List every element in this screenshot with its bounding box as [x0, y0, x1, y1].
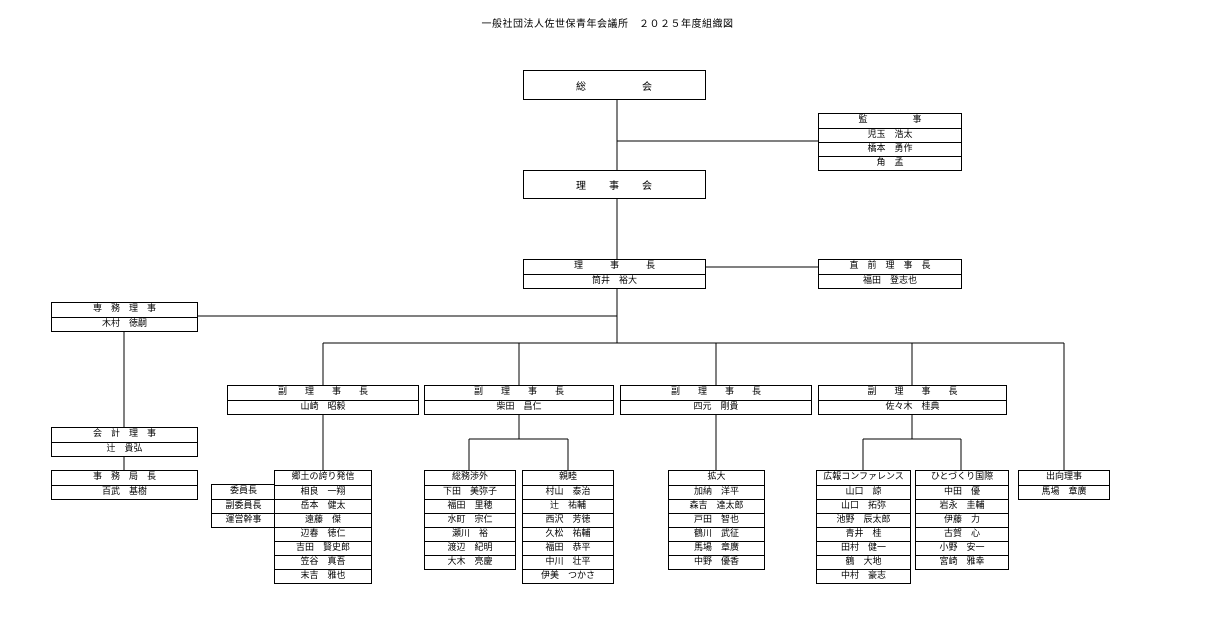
committee-box: ひとづくり国際 中田 優 岩永 圭輔 伊藤 力 古賀 心 小野 安一 宮崎 雅幸 — [915, 470, 1009, 570]
committee-member: 瀬川 裕 — [425, 527, 515, 541]
committee-name: 親睦 — [558, 472, 577, 482]
role-label-chair: 委員長 — [229, 486, 257, 496]
committee-member: 小野 安一 — [916, 541, 1008, 555]
committee-member: 中川 壮平 — [523, 555, 613, 569]
past-president-title: 直 前 理 事 長 — [849, 261, 931, 271]
board-box: 理 事 会 — [523, 170, 706, 199]
committee-member: 加納 洋平 — [669, 485, 764, 499]
committee-member: 福田 里穂 — [425, 499, 515, 513]
vice-president-title: 副 理 事 長 — [473, 387, 564, 397]
auditors-title: 監 事 — [858, 115, 922, 125]
committee-box: 拡大 加納 洋平 森吉 達太郎 戸田 智也 鶴川 武征 馬場 章廣 中野 優香 — [668, 470, 765, 570]
committee-member: 遠藤 傑 — [275, 513, 371, 527]
committee-box: 広報コンファレンス 山口 諒 山口 拓弥 池野 辰太郎 青井 桂 田村 健一 鶴… — [816, 470, 911, 584]
vice-president-name: 佐々木 桂典 — [819, 400, 1006, 414]
committee-member: 森吉 達太郎 — [669, 499, 764, 513]
vice-president-name: 柴田 昌仁 — [425, 400, 613, 414]
committee-member: 鶴 大地 — [817, 555, 910, 569]
committee-member: 渡辺 紀明 — [425, 541, 515, 555]
committee-box: 郷土の誇り発信 相良 一翔 岳本 健太 遠藤 傑 辺春 徳仁 吉田 賢史郎 笠谷… — [274, 470, 372, 584]
committee-member: 青井 桂 — [817, 527, 910, 541]
committee-member: 福田 恭平 — [523, 541, 613, 555]
seconded-director-box: 出向理事 馬場 章廣 — [1018, 470, 1110, 500]
committee-member: 下田 美弥子 — [425, 485, 515, 499]
committee-member: 田村 健一 — [817, 541, 910, 555]
vice-president-box: 副 理 事 長 四元 剛貴 — [620, 385, 812, 415]
president-name: 筒井 裕大 — [524, 274, 705, 288]
vice-president-title: 副 理 事 長 — [670, 387, 761, 397]
committee-name: 拡大 — [707, 472, 726, 482]
committee-member: 伊藤 力 — [916, 513, 1008, 527]
secretary-general-name: 百武 基樹 — [52, 485, 197, 499]
committee-member: 相良 一翔 — [275, 485, 371, 499]
committee-name: ひとづくり国際 — [930, 472, 994, 482]
committee-name: 郷土の誇り発信 — [291, 472, 355, 482]
secretary-general-box: 事 務 局 長 百武 基樹 — [51, 470, 198, 500]
role-labels: 委員長 副委員長 運営幹事 — [211, 484, 275, 528]
committee-member: 伊美 つかさ — [523, 569, 613, 583]
auditor-name: 橋本 勇作 — [819, 142, 961, 156]
committee-name: 総務渉外 — [451, 472, 488, 482]
committee-member: 西沢 芳徳 — [523, 513, 613, 527]
general-assembly-box: 総 会 — [523, 70, 706, 100]
committee-member: 辺春 徳仁 — [275, 527, 371, 541]
treasurer-title: 会 計 理 事 — [92, 429, 156, 439]
committee-member: 久松 祐輔 — [523, 527, 613, 541]
secretary-general-title: 事 務 局 長 — [92, 472, 156, 482]
committee-member: 山口 諒 — [817, 485, 910, 499]
vice-president-box: 副 理 事 長 佐々木 桂典 — [818, 385, 1007, 415]
committee-member: 村山 泰治 — [523, 485, 613, 499]
executive-director-name: 木村 徳嗣 — [52, 317, 197, 331]
page-title: 一般社団法人佐世保青年会議所 ２０２５年度組織図 — [481, 19, 734, 30]
auditor-name: 児玉 浩太 — [819, 128, 961, 142]
committee-member: 宮崎 雅幸 — [916, 555, 1008, 569]
committee-member: 中村 豪志 — [817, 569, 910, 583]
treasurer-name: 辻 貴弘 — [52, 442, 197, 456]
role-label-manager: 運営幹事 — [212, 513, 275, 527]
vice-president-name: 山崎 昭毅 — [228, 400, 418, 414]
seconded-director-name: 馬場 章廣 — [1019, 485, 1109, 499]
committee-name: 広報コンファレンス — [823, 472, 904, 482]
committee-member: 山口 拓弥 — [817, 499, 910, 513]
president-title: 理 事 長 — [573, 261, 655, 271]
vice-president-box: 副 理 事 長 柴田 昌仁 — [424, 385, 614, 415]
committee-member: 戸田 智也 — [669, 513, 764, 527]
vice-president-title: 副 理 事 長 — [867, 387, 958, 397]
role-label-vice-chair: 副委員長 — [212, 499, 275, 513]
treasurer-box: 会 計 理 事 辻 貴弘 — [51, 427, 198, 457]
executive-director-title: 専 務 理 事 — [92, 304, 156, 314]
committee-member: 馬場 章廣 — [669, 541, 764, 555]
auditor-name: 角 孟 — [819, 156, 961, 170]
committee-member: 大木 亮慶 — [425, 555, 515, 569]
vice-president-name: 四元 剛貴 — [621, 400, 811, 414]
committee-box: 親睦 村山 泰治 辻 祐輔 西沢 芳徳 久松 祐輔 福田 恭平 中川 壮平 伊美… — [522, 470, 614, 584]
committee-member: 古賀 心 — [916, 527, 1008, 541]
committee-member: 岩永 圭輔 — [916, 499, 1008, 513]
committee-member: 鶴川 武征 — [669, 527, 764, 541]
committee-member: 池野 辰太郎 — [817, 513, 910, 527]
committee-member: 笠谷 真吾 — [275, 555, 371, 569]
auditors-box: 監 事 児玉 浩太 橋本 勇作 角 孟 — [818, 113, 962, 171]
committee-member: 岳本 健太 — [275, 499, 371, 513]
committee-member: 辻 祐輔 — [523, 499, 613, 513]
past-president-name: 福田 登志也 — [819, 274, 961, 288]
president-box: 理 事 長 筒井 裕大 — [523, 259, 706, 289]
committee-member: 中野 優香 — [669, 555, 764, 569]
vice-president-title: 副 理 事 長 — [277, 387, 368, 397]
executive-director-box: 専 務 理 事 木村 徳嗣 — [51, 302, 198, 332]
vice-president-box: 副 理 事 長 山崎 昭毅 — [227, 385, 419, 415]
committee-member: 水町 宗仁 — [425, 513, 515, 527]
committee-member: 吉田 賢史郎 — [275, 541, 371, 555]
seconded-director-title: 出向理事 — [1045, 472, 1082, 482]
committee-member: 末吉 雅也 — [275, 569, 371, 583]
past-president-box: 直 前 理 事 長 福田 登志也 — [818, 259, 962, 289]
committee-box: 総務渉外 下田 美弥子 福田 里穂 水町 宗仁 瀬川 裕 渡辺 紀明 大木 亮慶 — [424, 470, 516, 570]
committee-member: 中田 優 — [916, 485, 1008, 499]
